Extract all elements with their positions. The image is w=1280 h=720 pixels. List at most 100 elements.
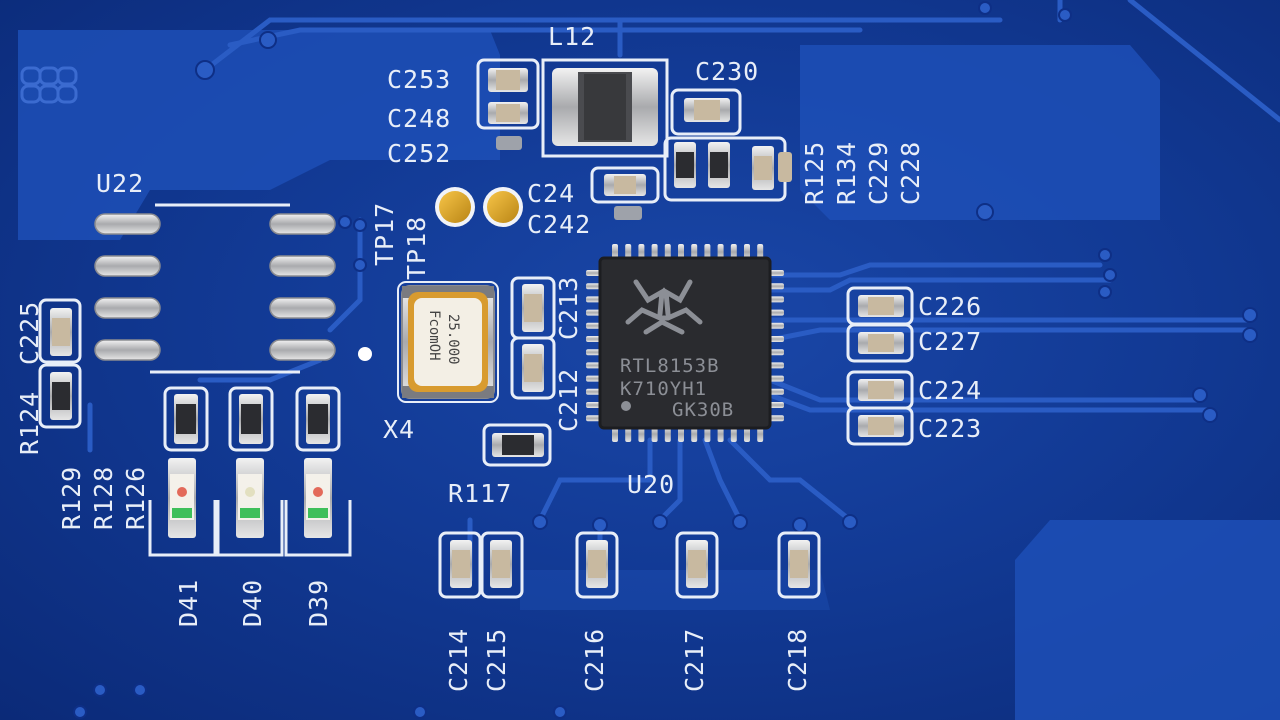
label-c214: C214 bbox=[444, 628, 473, 692]
label-r129: R129 bbox=[57, 466, 86, 530]
realtek-logo bbox=[625, 279, 703, 335]
label-c225: C225 bbox=[15, 301, 44, 365]
chip-pin bbox=[768, 349, 784, 356]
label-d40: D40 bbox=[238, 579, 267, 627]
chip-marking-code: GK30B bbox=[672, 399, 734, 421]
label-r134: R134 bbox=[832, 141, 861, 205]
crystal-x4 bbox=[401, 285, 495, 399]
chip-pin bbox=[586, 388, 602, 395]
label-c223: C223 bbox=[918, 414, 982, 443]
label-c228: C228 bbox=[896, 141, 925, 205]
chip-pin bbox=[768, 283, 784, 290]
label-r128: R128 bbox=[89, 466, 118, 530]
chip-pin bbox=[768, 388, 784, 395]
chip-pin bbox=[768, 375, 784, 382]
inductor-l12 bbox=[552, 68, 658, 146]
label-u22: U22 bbox=[96, 169, 144, 198]
label-d41: D41 bbox=[174, 579, 203, 627]
chip-pin bbox=[664, 426, 671, 442]
label-tp17: TP17 bbox=[370, 202, 399, 266]
chip-pin bbox=[757, 426, 764, 442]
label-c224: C224 bbox=[918, 376, 982, 405]
chip-pin bbox=[744, 426, 750, 442]
silkscreen-labels: L12 C253 C248 C252 C230 R125 R134 C229 C… bbox=[15, 22, 982, 692]
test-points bbox=[435, 187, 523, 227]
label-c248: C248 bbox=[387, 104, 451, 133]
chip-pin bbox=[691, 244, 698, 260]
label-x4: X4 bbox=[383, 415, 415, 444]
chip-pin bbox=[704, 426, 711, 442]
chip-pin bbox=[768, 362, 784, 369]
label-c253: C253 bbox=[387, 65, 451, 94]
chip-pin bbox=[704, 244, 711, 260]
chip-pin bbox=[586, 322, 602, 329]
via-array bbox=[20, 66, 78, 104]
chip-pin bbox=[586, 402, 602, 408]
chip-pin bbox=[768, 402, 784, 408]
label-l12: L12 bbox=[548, 22, 596, 51]
label-r124: R124 bbox=[15, 391, 44, 455]
chip-pin bbox=[730, 426, 737, 442]
fiducial-dot bbox=[358, 347, 372, 361]
chip-pin bbox=[612, 244, 618, 260]
chip-pin bbox=[768, 270, 784, 276]
chip-pin bbox=[586, 270, 602, 276]
label-c252: C252 bbox=[387, 139, 451, 168]
label-c217: C217 bbox=[680, 628, 709, 692]
label-d39: D39 bbox=[304, 579, 333, 627]
crystal-frequency: 25.000 bbox=[445, 314, 461, 365]
label-r125: R125 bbox=[800, 141, 829, 205]
label-u20: U20 bbox=[627, 470, 675, 499]
chip-pin bbox=[768, 415, 784, 422]
label-c242: C242 bbox=[527, 210, 591, 239]
u20-pins bbox=[586, 244, 784, 442]
chip-pin bbox=[638, 426, 645, 442]
chip-pin bbox=[717, 426, 724, 442]
crystal-brand: FcomOH bbox=[426, 310, 442, 361]
chip-pin bbox=[744, 244, 750, 260]
label-c230: C230 bbox=[695, 57, 759, 86]
chip-pin bbox=[586, 375, 602, 382]
label-c229: C229 bbox=[864, 141, 893, 205]
chip-pin bbox=[768, 309, 784, 316]
label-r117: R117 bbox=[448, 479, 512, 508]
chip-pin bbox=[757, 244, 764, 260]
chip-pin bbox=[768, 336, 784, 342]
chip-pin bbox=[586, 349, 602, 356]
chip-pin bbox=[651, 426, 658, 442]
chip-pin bbox=[586, 362, 602, 369]
label-c212: C212 bbox=[554, 368, 583, 432]
chip-pin bbox=[717, 244, 724, 260]
label-c226: C226 bbox=[918, 292, 982, 321]
chip-pin bbox=[625, 244, 632, 260]
label-tp18: TP18 bbox=[402, 216, 431, 280]
chip-pin bbox=[768, 296, 784, 303]
chip-pin bbox=[586, 309, 602, 316]
u20-chip-body bbox=[598, 256, 772, 430]
chip-pin bbox=[586, 283, 602, 290]
vias bbox=[73, 1, 1258, 719]
chip-pin bbox=[664, 244, 671, 260]
smd-components bbox=[50, 68, 904, 588]
chip-pin bbox=[678, 426, 684, 442]
chip-pin bbox=[586, 296, 602, 303]
chip-pin bbox=[586, 336, 602, 342]
label-c227: C227 bbox=[918, 327, 982, 356]
chip-pin bbox=[612, 426, 618, 442]
chip-pin bbox=[625, 426, 632, 442]
chip-pin bbox=[768, 322, 784, 329]
silkscreen-outlines bbox=[38, 58, 914, 599]
label-r126: R126 bbox=[121, 466, 150, 530]
chip-pin bbox=[638, 244, 645, 260]
chip-pin bbox=[730, 244, 737, 260]
chip-marking-lot: K710YH1 bbox=[620, 378, 707, 400]
label-c215: C215 bbox=[482, 628, 511, 692]
label-c213: C213 bbox=[554, 276, 583, 340]
chip-pin bbox=[651, 244, 658, 260]
u22-pads bbox=[94, 213, 336, 361]
label-c24: C24 bbox=[527, 179, 575, 208]
chip-marking-part: RTL8153B bbox=[620, 355, 720, 377]
label-c218: C218 bbox=[783, 628, 812, 692]
